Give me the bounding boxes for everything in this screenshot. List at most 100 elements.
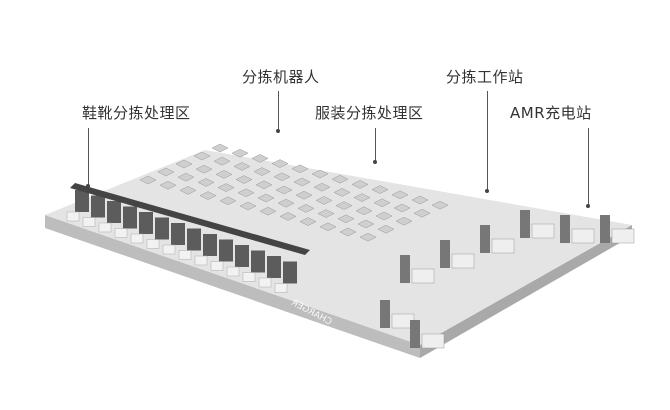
sorting-robot [297,204,315,213]
sorting-robot [139,175,157,185]
sorting-robot [277,198,295,208]
workstation-post [520,210,530,238]
sorting-robot [259,206,277,216]
conveyor [70,183,310,255]
sorting-robot [317,209,335,218]
sorter-unit [235,245,249,267]
sorting-robot [239,201,257,211]
sorting-robot [313,182,331,192]
sorter-unit [107,201,121,223]
workstation-bin [531,223,555,239]
sorting-robot [271,159,289,168]
sorting-robot [413,208,431,218]
sorter-unit [75,190,89,212]
sorting-robot [395,216,413,226]
sorting-robot [279,212,297,221]
sorter-unit [171,223,185,245]
workstation-bin [451,253,475,269]
sorting-robot [391,190,409,200]
sorting-robot [353,193,371,202]
sorting-robot [195,164,213,174]
sorting-robot [293,177,311,187]
parcel-box [66,211,80,222]
sorting-robot [291,164,309,174]
sorting-robot [355,206,373,216]
sorter-unit [267,256,281,278]
sorter-unit [203,234,217,256]
label-shoe-sorting-zone: 鞋靴分拣处理区 [82,104,191,122]
sorter-unit [91,195,105,218]
sorting-robot [175,159,193,169]
sorting-robot [393,203,411,213]
workstation-post [560,215,570,243]
sorting-robot [257,193,275,203]
floor-side [45,215,420,358]
parcel-box [226,266,240,277]
label-amr-charging-station: AMR充电站 [510,104,592,122]
sorting-robot [331,174,349,184]
label-sorting-robot: 分拣机器人 [242,68,320,86]
sorting-robot [159,180,177,190]
sorter-unit [283,261,297,284]
shoe-sorting-line [66,183,310,293]
sorting-robot [319,222,337,232]
floor-platform [45,150,632,345]
parcel-box [146,239,160,249]
sorter-unit [139,212,153,234]
sorter-unit [123,206,137,229]
parcel-box [82,217,96,227]
sorting-robot [235,175,253,184]
workstation-post [400,255,410,283]
sorting-robot [193,151,211,161]
sorting-robot [335,201,353,210]
parcel-box [242,272,256,282]
parcel-box [274,283,288,293]
parcel-box [258,277,272,288]
sorter-unit [251,250,265,273]
workstation-post [480,225,490,253]
sorting-robot [373,198,391,208]
sorting-robot [375,211,393,221]
label-apparel-sorting-zone: 服装分拣处理区 [315,104,424,122]
parcel-box [114,228,128,238]
sorting-robot [215,170,233,179]
parcel-box [194,255,208,266]
sorting-robot [179,186,197,195]
parcel-box [178,250,192,260]
sorter-unit [155,217,169,240]
workstation-bin [611,228,635,244]
workstation-post [410,320,420,348]
parcel-box [162,244,176,255]
sorting-robot [197,178,215,187]
sorting-robot [377,224,395,234]
sorting-robot [231,148,249,158]
workstation-bin [421,333,445,349]
sorting-robot [217,183,235,192]
sorter-unit [187,228,201,251]
floor-side-right [420,225,632,358]
sorting-robot [311,169,329,179]
sorting-robot [211,143,229,153]
sorting-robot [337,214,355,224]
sorting-robot [431,200,449,210]
sorting-robot [295,190,313,200]
sorter-unit [219,239,233,262]
workstation-post [380,300,390,328]
sorting-robot [177,172,195,182]
workstation-post [440,240,450,268]
workstation-post [600,215,610,243]
sorting-robot [213,156,231,166]
sorting-robot [219,196,237,206]
sorting-robot [315,196,333,205]
parcel-box [98,222,112,233]
sorting-robot [275,185,293,195]
sorting-robot [357,219,375,229]
label-sorting-workstation: 分拣工作站 [446,68,524,86]
parcel-box [210,261,224,271]
sorting-robot [273,172,291,182]
sorting-robot [371,185,389,194]
sorting-robot [255,180,273,190]
workstation-bin [571,228,595,244]
